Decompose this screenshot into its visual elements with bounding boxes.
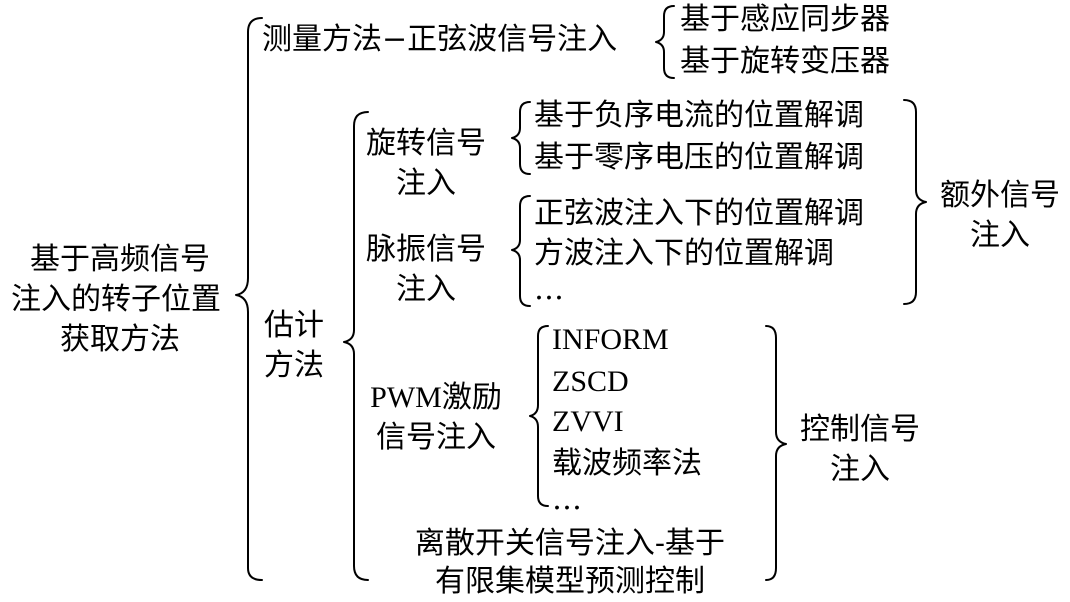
rotating-label-line-2: 注入 — [396, 166, 456, 201]
pulsating-brace — [511, 195, 531, 307]
pulsating-item: … — [534, 272, 564, 307]
root-label-line-3: 获取方法 — [60, 322, 180, 357]
pwm-label-line-2: 信号注入 — [376, 420, 496, 455]
control-label-line-2: 注入 — [830, 452, 890, 487]
rotating-item: 基于零序电压的位置解调 — [534, 140, 864, 175]
pwm-item: INFORM — [552, 323, 669, 356]
pulsating-label-line-2: 注入 — [396, 272, 456, 307]
control-label-line-1: 控制信号 — [800, 412, 920, 447]
pwm-item: 载波频率法 — [552, 446, 702, 481]
pulsating-item: 方波注入下的位置解调 — [534, 236, 834, 271]
root-brace — [235, 17, 263, 581]
extra-label-line-2: 注入 — [970, 218, 1030, 253]
pwm-item: ZVVI — [552, 405, 624, 438]
pwm-brace — [529, 325, 549, 507]
pwm-label-line-1: PWM激励 — [370, 381, 502, 414]
measure-method-label: 测量方法−正弦波信号注入 — [262, 22, 618, 57]
rotating-label-line-1: 旋转信号 — [366, 126, 486, 161]
extra-label-line-1: 额外信号 — [940, 178, 1060, 213]
estimate-label-line-1: 估计 — [264, 308, 324, 343]
pulsating-item: 正弦波注入下的位置解调 — [534, 196, 864, 231]
root-label-line-1: 基于高频信号 — [30, 242, 210, 277]
extra-brace — [903, 99, 927, 305]
pwm-item: … — [552, 482, 582, 517]
estimate-label-line-2: 方法 — [264, 348, 324, 383]
measure-item: 基于感应同步器 — [680, 2, 890, 37]
estimate-brace — [343, 111, 369, 581]
rotating-brace — [511, 101, 531, 175]
root-label-line-2: 注入的转子位置 — [11, 282, 221, 317]
pulsating-label-line-1: 脉振信号 — [366, 232, 486, 267]
rotating-item: 基于负序电流的位置解调 — [534, 98, 864, 133]
control-brace — [765, 325, 787, 581]
discrete-label-line-2: 有限集模型预测控制 — [435, 564, 705, 599]
measure-brace — [655, 5, 675, 79]
pwm-item: ZSCD — [552, 365, 629, 398]
discrete-label-line-1: 离散开关信号注入-基于 — [414, 526, 726, 561]
measure-item: 基于旋转变压器 — [680, 44, 890, 79]
